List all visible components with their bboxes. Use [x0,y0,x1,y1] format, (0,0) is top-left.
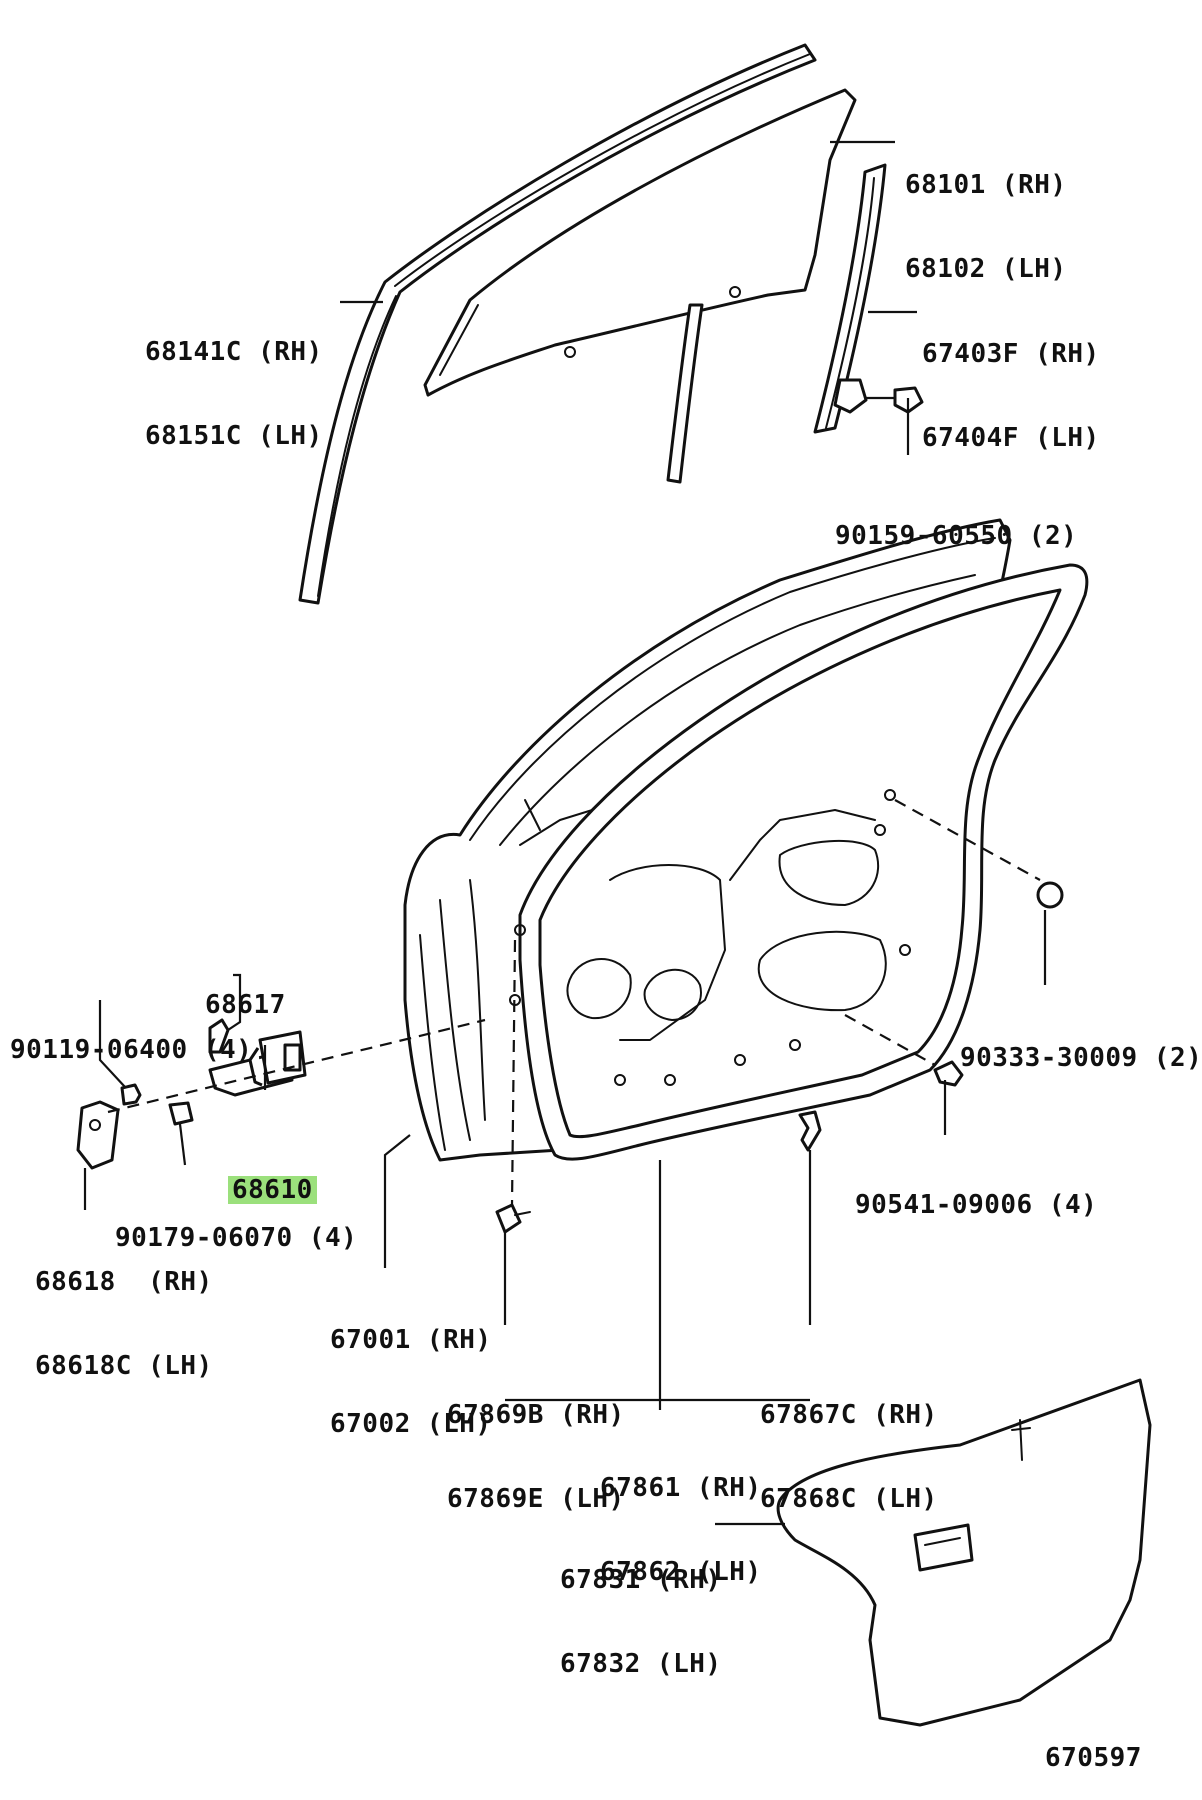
label-rear-channel: 67403F (RH) 67404F (LH) [922,284,1100,480]
door-weatherstrip-shape [518,563,1089,1161]
diagram-id: 670597 [1045,1743,1142,1773]
service-hole-cover-shape [776,1378,1152,1727]
division-bar-shape [666,303,704,484]
label-glass-rh: 68101 (RH) [905,170,1067,200]
hinge-assembly-shape [76,1018,307,1170]
leader-lines [83,140,1047,1526]
glass-run-channel-shape [298,43,817,605]
label-channel-bolt: 90159-60550 (2) [835,521,1078,551]
label-rear-channel-rh: 67403F (RH) [922,339,1100,369]
label-weatherstrip-lh: 67862 (LH) [600,1557,762,1587]
door-inner-details [509,789,911,1086]
label-weatherstrip: 67861 (RH) 67862 (LH) [600,1418,762,1614]
label-door-panel: 67001 (RH) 67002 (LH) [330,1270,492,1466]
label-clip-c-rh: 67867C (RH) [760,1400,938,1430]
label-run-channel-rh: 68141C (RH) [145,337,323,367]
diagram-drawing [76,43,1152,1727]
label-hinge-pin: 68617 [205,990,286,1020]
label-hinge-bracket: 68618 (RH) 68618C (LH) [35,1212,213,1408]
label-run-channel: 68141C (RH) 68151C (LH) [145,282,323,478]
label-glass: 68101 (RH) 68102 (LH) [905,115,1067,311]
label-clip-c-lh: 67868C (LH) [760,1484,938,1514]
parts-diagram: 68101 (RH) 68102 (LH) 68141C (RH) 68151C… [10,43,1202,1772]
label-hinge-nut: 90179-06070 (4) [115,1223,358,1253]
label-service-hole-cover-lh: 67832 (LH) [560,1649,722,1679]
highlighted-part-number: 68610 [228,1176,317,1204]
label-hole-plug: 90333-30009 (2) [960,1043,1202,1073]
label-rear-channel-lh: 67404F (LH) [922,423,1100,453]
label-hinge-bolt: 90119-06400 (4) [10,1035,253,1065]
label-service-hole-cover-rh: 67831 (RH) [560,1565,722,1595]
label-clip-b: 67869B (RH) 67869E (LH) [447,1345,625,1541]
label-clip-b-lh: 67869E (LH) [447,1484,625,1514]
label-run-channel-lh: 68151C (LH) [145,421,323,451]
label-hinge-bracket-rh: 68618 (RH) [35,1267,213,1297]
label-glass-lh: 68102 (LH) [905,254,1067,284]
fastener-shapes [495,881,1064,1234]
label-weatherstrip-rh: 67861 (RH) [600,1473,762,1503]
label-clip-b-rh: 67869B (RH) [447,1400,625,1430]
label-hinge-bracket-lh: 68618C (LH) [35,1351,213,1381]
label-hinge-assy: 68610 [228,1120,317,1232]
label-service-hole-cover: 67831 (RH) 67832 (LH) [560,1510,722,1706]
label-weather-clip: 90541-09006 (4) [855,1190,1098,1220]
label-door-panel-lh: 67002 (LH) [330,1409,492,1439]
label-clip-c: 67867C (RH) 67868C (LH) [760,1345,938,1541]
label-door-panel-rh: 67001 (RH) [330,1325,492,1355]
door-glass-shape [423,88,857,397]
